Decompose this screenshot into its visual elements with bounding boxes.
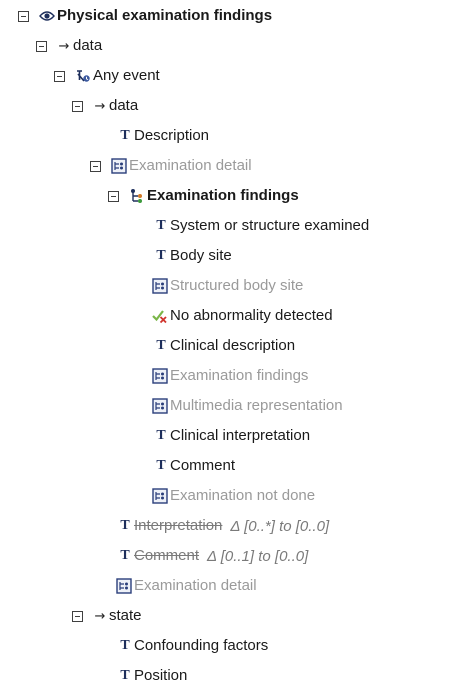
slot-icon xyxy=(152,278,168,294)
eye-icon xyxy=(39,8,55,24)
node-label: Confounding factors xyxy=(134,637,269,654)
node-label: data xyxy=(73,37,103,54)
node-label: Body site xyxy=(170,247,232,264)
tree-node-examination-detail-2[interactable]: Examination detail xyxy=(0,571,469,601)
tree-node-examination-not-done[interactable]: Examination not done xyxy=(0,481,469,511)
node-label: Description xyxy=(134,127,210,144)
text-type-icon: T xyxy=(156,218,166,233)
tree-node-clinical-interpretation[interactable]: T Clinical interpretation xyxy=(0,421,469,451)
tree-node-interpretation[interactable]: T Interpretation Δ [0..*] to [0..0] xyxy=(0,511,469,541)
node-label: Any event xyxy=(93,67,160,84)
tree-node-body-site[interactable]: T Body site xyxy=(0,241,469,271)
tree-node-examination-detail[interactable]: Examination detail xyxy=(0,151,469,181)
slot-icon xyxy=(116,578,132,594)
text-type-icon: T xyxy=(120,518,130,533)
tree-node-system-or-structure-examined[interactable]: T System or structure examined xyxy=(0,211,469,241)
node-label: Examination not done xyxy=(170,487,316,504)
tree-node-position[interactable]: T Position xyxy=(0,661,469,691)
collapse-toggle[interactable] xyxy=(18,10,29,22)
node-label: No abnormality detected xyxy=(170,307,333,324)
collapse-toggle[interactable] xyxy=(72,100,83,112)
node-label: Comment xyxy=(170,457,236,474)
node-label: Clinical interpretation xyxy=(170,427,311,444)
cardinality-change-note: Δ [0..1] to [0..0] xyxy=(207,547,309,565)
node-label: Physical examination findings xyxy=(57,7,273,24)
collapse-toggle[interactable] xyxy=(54,70,65,82)
tree-node-confounding-factors[interactable]: T Confounding factors xyxy=(0,631,469,661)
tree-node-comment-inner[interactable]: T Comment xyxy=(0,451,469,481)
tree-node-description[interactable]: T Description xyxy=(0,121,469,151)
cardinality-change-note: Δ [0..*] to [0..0] xyxy=(230,517,330,535)
tree-node-examination-findings-slot[interactable]: Examination findings xyxy=(0,361,469,391)
cluster-icon xyxy=(129,188,145,204)
node-label: Examination detail xyxy=(129,157,252,174)
text-type-icon: T xyxy=(156,338,166,353)
text-type-icon: T xyxy=(156,248,166,263)
tree-node-no-abnormality-detected[interactable]: No abnormality detected xyxy=(0,301,469,331)
node-label: Examination findings xyxy=(147,187,299,204)
node-label: Clinical description xyxy=(170,337,296,354)
boolean-check-icon xyxy=(152,308,168,324)
collapse-toggle[interactable] xyxy=(36,40,47,52)
text-type-icon: T xyxy=(120,638,130,653)
text-type-icon: T xyxy=(120,128,130,143)
slot-icon xyxy=(152,488,168,504)
text-type-icon: T xyxy=(156,458,166,473)
node-label: System or structure examined xyxy=(170,217,370,234)
collapse-toggle[interactable] xyxy=(72,610,83,622)
tree-node-data-inner[interactable]: → data xyxy=(0,91,469,121)
tree-node-comment-outer[interactable]: T Comment Δ [0..1] to [0..0] xyxy=(0,541,469,571)
text-type-icon: T xyxy=(156,428,166,443)
node-label: Examination findings xyxy=(170,367,309,384)
arrow-right-icon: → xyxy=(58,38,70,54)
node-label: state xyxy=(109,607,142,624)
collapse-toggle[interactable] xyxy=(108,190,119,202)
event-icon xyxy=(75,68,91,84)
node-label: Position xyxy=(134,667,188,684)
node-label: Examination detail xyxy=(134,577,257,594)
tree-node-examination-findings-cluster[interactable]: Examination findings xyxy=(0,181,469,211)
tree-node-physical-examination-findings[interactable]: Physical examination findings xyxy=(0,1,469,31)
node-label: Interpretation xyxy=(134,517,223,534)
text-type-icon: T xyxy=(120,668,130,683)
tree-node-state[interactable]: → state xyxy=(0,601,469,631)
node-label: Structured body site xyxy=(170,277,304,294)
arrow-right-icon: → xyxy=(94,98,106,114)
arrow-right-icon: → xyxy=(94,608,106,624)
collapse-toggle[interactable] xyxy=(90,160,101,172)
node-label: Comment xyxy=(134,547,200,564)
tree-node-multimedia-representation[interactable]: Multimedia representation xyxy=(0,391,469,421)
node-label: data xyxy=(109,97,139,114)
slot-icon xyxy=(152,368,168,384)
tree-node-structured-body-site[interactable]: Structured body site xyxy=(0,271,469,301)
slot-icon xyxy=(152,398,168,414)
text-type-icon: T xyxy=(120,548,130,563)
tree-node-clinical-description[interactable]: T Clinical description xyxy=(0,331,469,361)
tree-node-any-event[interactable]: Any event xyxy=(0,61,469,91)
tree-node-data[interactable]: → data xyxy=(0,31,469,61)
slot-icon xyxy=(111,158,127,174)
node-label: Multimedia representation xyxy=(170,397,343,414)
